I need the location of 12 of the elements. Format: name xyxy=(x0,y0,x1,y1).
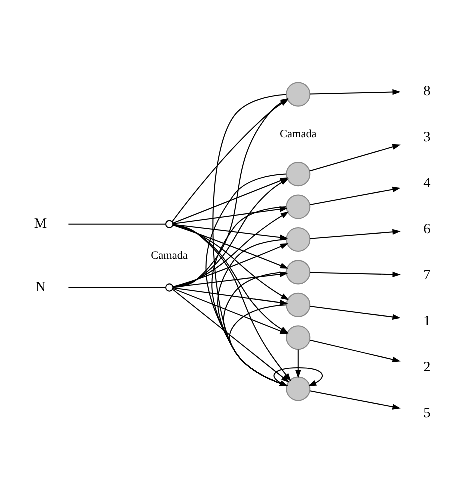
node-text: M xyxy=(34,216,47,232)
node-text: 2 xyxy=(423,358,430,375)
node-text: 3 xyxy=(423,128,430,145)
node-text: 7 xyxy=(423,266,430,283)
node-text: 4 xyxy=(423,174,430,191)
node-text: 8 xyxy=(423,82,430,99)
node-text: N xyxy=(35,279,46,296)
label: Camada xyxy=(280,128,316,140)
node-text: 5 xyxy=(423,404,430,421)
node-text: 1 xyxy=(423,312,430,329)
label: Camada xyxy=(150,249,188,262)
node-text: 6 xyxy=(423,220,430,237)
